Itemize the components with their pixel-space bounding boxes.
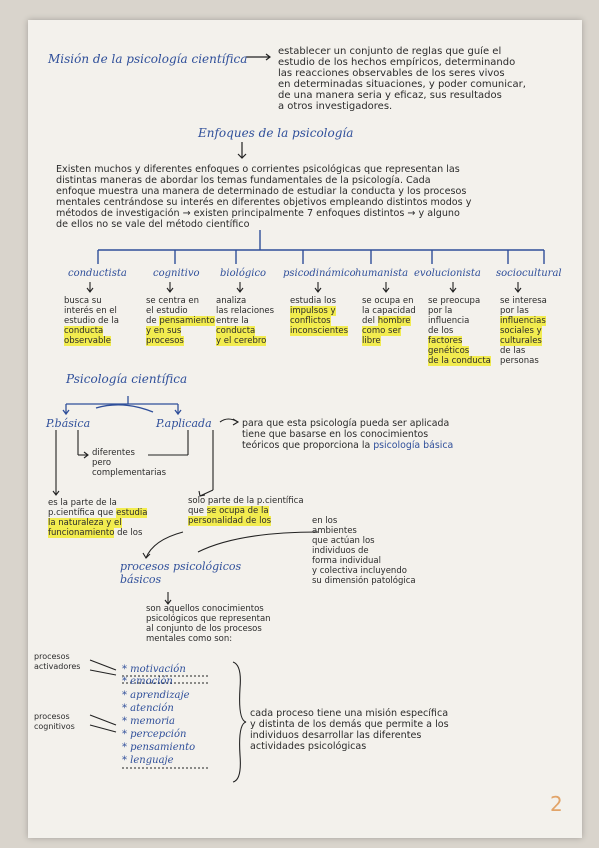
enfoques-paragraph: Existen muchos y diferentes enfoques o c… [56, 164, 472, 230]
approach-desc: se centra en el estudio de pensamiento y… [146, 296, 215, 346]
activadores-label: procesos activadores [34, 652, 81, 671]
aplicada-label: P.aplicada [156, 417, 212, 430]
approach-name: cognitivo [153, 268, 200, 279]
enfoques-title: Enfoques de la psicología [198, 126, 354, 140]
list-item: * motivación [122, 664, 186, 675]
list-item: * atención [122, 703, 174, 714]
mision-title: Misión de la psicología científica [48, 52, 248, 66]
approach-name: biológico [220, 268, 267, 279]
page-number: 2 [550, 792, 563, 816]
approach-name: humanista [355, 268, 409, 279]
connector-lines [52, 53, 545, 783]
approach-name: conductista [68, 268, 127, 279]
list-item: * percepción [122, 729, 187, 740]
list-item: * lenguaje [122, 755, 174, 766]
basica-description: es la parte de la p.científica que estud… [48, 498, 148, 538]
approach-name: sociocultural [496, 268, 562, 279]
approach-name: evolucionista [414, 268, 481, 279]
aplicada-description-tail: en los ambientes que actúan los individu… [312, 516, 416, 586]
aplicada-description: solo parte de la p.científica que se ocu… [188, 496, 304, 526]
diferentes-note: diferentes pero complementarias [92, 448, 167, 478]
basica-label: P.básica [46, 417, 91, 430]
approach-desc: se ocupa en la capacidad del hombre como… [362, 296, 416, 346]
procesos-title: procesos psicológicos básicos [120, 560, 242, 586]
procesos-description: son aquellos conocimientos psicológicos … [146, 604, 271, 644]
list-item: * emoción [122, 676, 173, 687]
approach-name: psicodinámico [283, 268, 356, 279]
cognitivos-label: procesos cognitivos [34, 712, 75, 731]
cientifica-title: Psicología científica [66, 372, 188, 386]
final-note: cada proceso tiene una misión específica… [250, 708, 449, 752]
list-item: * aprendizaje [122, 690, 190, 701]
list-item: * pensamiento [122, 742, 196, 753]
notebook-page: Misión de la psicología científica estab… [28, 20, 582, 838]
list-item: * memoria [122, 716, 176, 727]
aplicada-note: para que esta psicología pueda ser aplic… [242, 418, 454, 451]
mision-text: establecer un conjunto de reglas que guí… [278, 46, 526, 112]
